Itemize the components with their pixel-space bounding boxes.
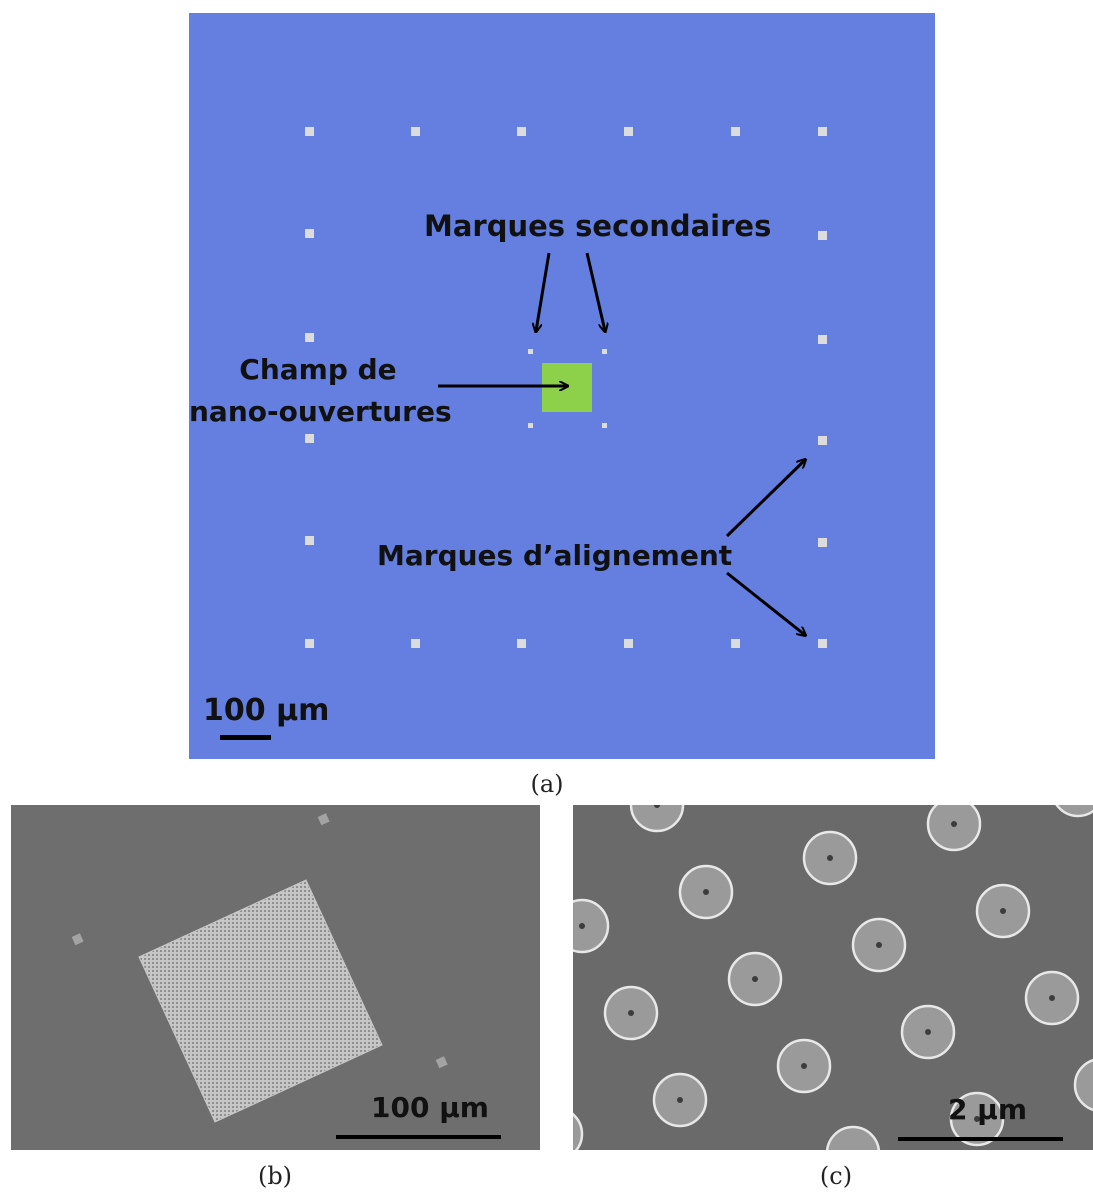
aperture-disk	[975, 883, 1031, 939]
secondary-mark	[528, 349, 533, 354]
alignment-mark	[624, 639, 633, 648]
alignment-mark	[305, 434, 314, 443]
alignment-mark	[411, 639, 420, 648]
caption-b: (b)	[257, 1162, 293, 1190]
sem-mark	[317, 813, 330, 826]
aperture-disk	[678, 864, 734, 920]
alignment-mark	[305, 229, 314, 238]
panel-c: 2 µm	[573, 805, 1093, 1150]
alignment-mark	[818, 127, 827, 136]
alignment-mark	[305, 127, 314, 136]
label-field-line1: Champ de	[239, 353, 397, 386]
secondary-marks	[528, 349, 607, 428]
scale-bar-c	[898, 1137, 1063, 1141]
secondary-mark	[602, 423, 607, 428]
alignment-mark	[818, 335, 827, 344]
aperture-disk	[652, 1072, 708, 1128]
label-field-line2: nano-ouvertures	[189, 395, 452, 428]
panel-b-graphics	[71, 813, 448, 1123]
alignment-mark	[411, 127, 420, 136]
aperture-disk	[776, 1038, 832, 1094]
aperture-disk	[629, 805, 685, 833]
label-secondary-marks: Marques secondaires	[424, 209, 772, 243]
aperture-disk	[727, 951, 783, 1007]
alignment-mark	[517, 127, 526, 136]
panel-a-graphics	[305, 127, 827, 648]
aperture-disk	[573, 898, 610, 954]
secondary-mark	[528, 423, 533, 428]
arrows	[438, 252, 805, 635]
aperture-disk	[573, 1112, 584, 1150]
alignment-mark	[624, 127, 633, 136]
caption-a: (a)	[530, 770, 564, 798]
alignment-mark	[818, 436, 827, 445]
sem-mark	[71, 933, 84, 946]
aperture-disk	[949, 1091, 1005, 1147]
scale-bar-a	[220, 735, 271, 740]
secondary-mark	[602, 349, 607, 354]
arrow-alignment-down	[726, 571, 805, 635]
alignment-mark	[305, 639, 314, 648]
alignment-mark	[818, 538, 827, 547]
arrow-secondary-left	[536, 252, 551, 331]
alignment-marks	[305, 127, 827, 648]
aperture-disk	[900, 1004, 956, 1060]
scale-bar-b	[336, 1135, 501, 1139]
aperture-disk	[926, 805, 982, 852]
alignment-mark	[818, 639, 827, 648]
alignment-mark	[517, 639, 526, 648]
arrow-alignment-up	[725, 460, 805, 538]
arrow-secondary-right	[585, 252, 605, 331]
label-alignment-marks: Marques d’alignement	[377, 539, 733, 572]
alignment-mark	[305, 536, 314, 545]
aperture-disk	[603, 985, 659, 1041]
alignment-mark	[731, 127, 740, 136]
alignment-mark	[731, 639, 740, 648]
aperture-array	[138, 879, 383, 1123]
sem-mark	[435, 1056, 448, 1069]
aperture-disk	[1073, 1058, 1093, 1112]
aperture-disk	[1024, 970, 1080, 1026]
panel-a: Marques secondaires Champ de nano-ouvert…	[189, 13, 935, 759]
panel-c-graphics	[573, 805, 1093, 1150]
alignment-mark	[305, 333, 314, 342]
scale-label-c: 2 µm	[948, 1093, 1028, 1126]
scale-label-b: 100 µm	[371, 1091, 489, 1124]
scale-label-a: 100 µm	[203, 693, 330, 728]
aperture-disk	[1055, 805, 1093, 818]
panel-b: 100 µm	[11, 805, 540, 1150]
aperture-disk	[825, 1125, 881, 1150]
caption-c: (c)	[819, 1162, 853, 1190]
aperture-disk	[802, 830, 858, 886]
aperture-disk	[851, 917, 907, 973]
alignment-mark	[818, 231, 827, 240]
